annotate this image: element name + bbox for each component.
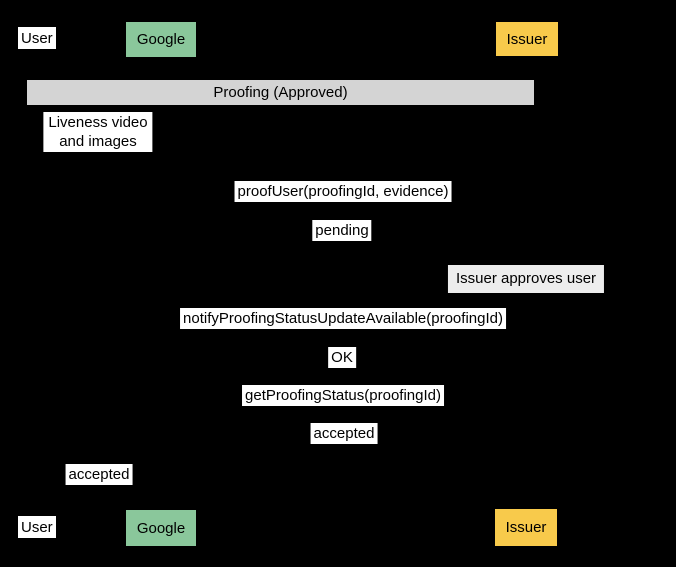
message-ok: OK [328, 347, 356, 368]
message-proofuser: proofUser(proofingId, evidence) [234, 181, 452, 202]
actor-issuer-top: Issuer [496, 22, 558, 56]
actor-google-bottom: Google [126, 510, 196, 546]
actor-issuer-bottom: Issuer [495, 509, 557, 546]
note-liveness-line2: and images [59, 133, 137, 150]
message-accepted-user: accepted [65, 464, 133, 485]
message-pending: pending [312, 220, 372, 241]
actor-user-top: User [18, 27, 56, 49]
actor-user-bottom: User [18, 516, 56, 538]
note-liveness-line1: Liveness video [48, 114, 148, 131]
actor-google-top: Google [126, 22, 196, 57]
note-liveness: Liveness video and images [43, 112, 153, 152]
message-accepted-google: accepted [310, 423, 378, 444]
message-get-proofing-status: getProofingStatus(proofingId) [242, 385, 444, 406]
fragment-title-bar: Proofing (Approved) [27, 80, 534, 105]
note-issuer-approves-user: Issuer approves user [447, 265, 605, 293]
message-notify-proofing-status: notifyProofingStatusUpdateAvailable(proo… [180, 308, 506, 329]
